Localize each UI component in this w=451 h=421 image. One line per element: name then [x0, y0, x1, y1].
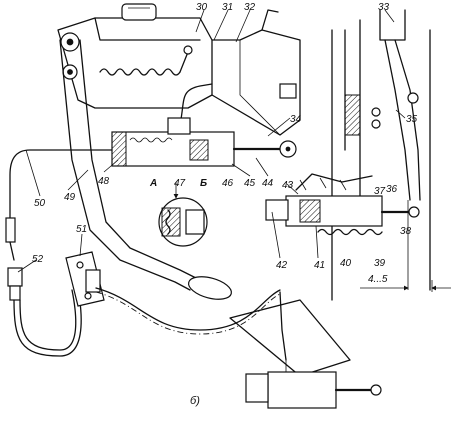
reservoir-cap — [121, 3, 157, 21]
callout-49: 49 — [64, 192, 76, 203]
callout-52: 52 — [32, 254, 44, 265]
slave-cylinder-lower — [229, 299, 382, 409]
callout-44: 44 — [262, 178, 274, 189]
hose-bracket — [65, 251, 105, 307]
detail-inset — [158, 182, 208, 247]
main-hose — [95, 287, 287, 361]
slave-cylinder — [265, 173, 420, 236]
master-cylinder — [111, 117, 297, 167]
callout-46: 46 — [222, 178, 234, 189]
figure-caption: б) — [190, 395, 200, 407]
callout-50: 50 — [34, 198, 46, 209]
callout-40: 40 — [340, 258, 352, 269]
pedal-return-spring — [99, 45, 193, 76]
callout-labels: 30 31 32 33 34 35 36 37 38 39 40 41 42 4… — [17, 2, 418, 407]
dimension-marker — [360, 200, 451, 292]
callout-39: 39 — [374, 258, 386, 269]
callout-48: 48 — [98, 176, 110, 187]
callout-30: 30 — [196, 2, 208, 13]
callout-42: 42 — [276, 260, 288, 271]
callout-37: 37 — [374, 186, 386, 197]
callout-36: 36 — [386, 184, 398, 195]
callout-31: 31 — [222, 2, 233, 13]
callout-32: 32 — [244, 2, 256, 13]
pedal-bracket — [57, 9, 301, 136]
pedal-pivot — [60, 32, 80, 80]
callout-41: 41 — [314, 260, 325, 271]
detail-letter-b: Б — [200, 178, 207, 189]
flexible-hose — [7, 267, 82, 357]
detail-letter-a: А — [149, 178, 157, 189]
callout-43: 43 — [282, 180, 294, 191]
clutch-pedal-lever — [59, 39, 233, 300]
callout-33: 33 — [378, 2, 390, 13]
callout-45: 45 — [244, 178, 256, 189]
callout-47: 47 — [174, 178, 186, 189]
callout-35: 35 — [406, 114, 418, 125]
hydraulic-tube — [5, 149, 113, 261]
body-frame-right — [331, 9, 431, 301]
callout-38: 38 — [400, 226, 412, 237]
callout-51: 51 — [76, 224, 87, 235]
callout-34: 34 — [290, 114, 302, 125]
dimension-label: 4...5 — [368, 274, 388, 285]
